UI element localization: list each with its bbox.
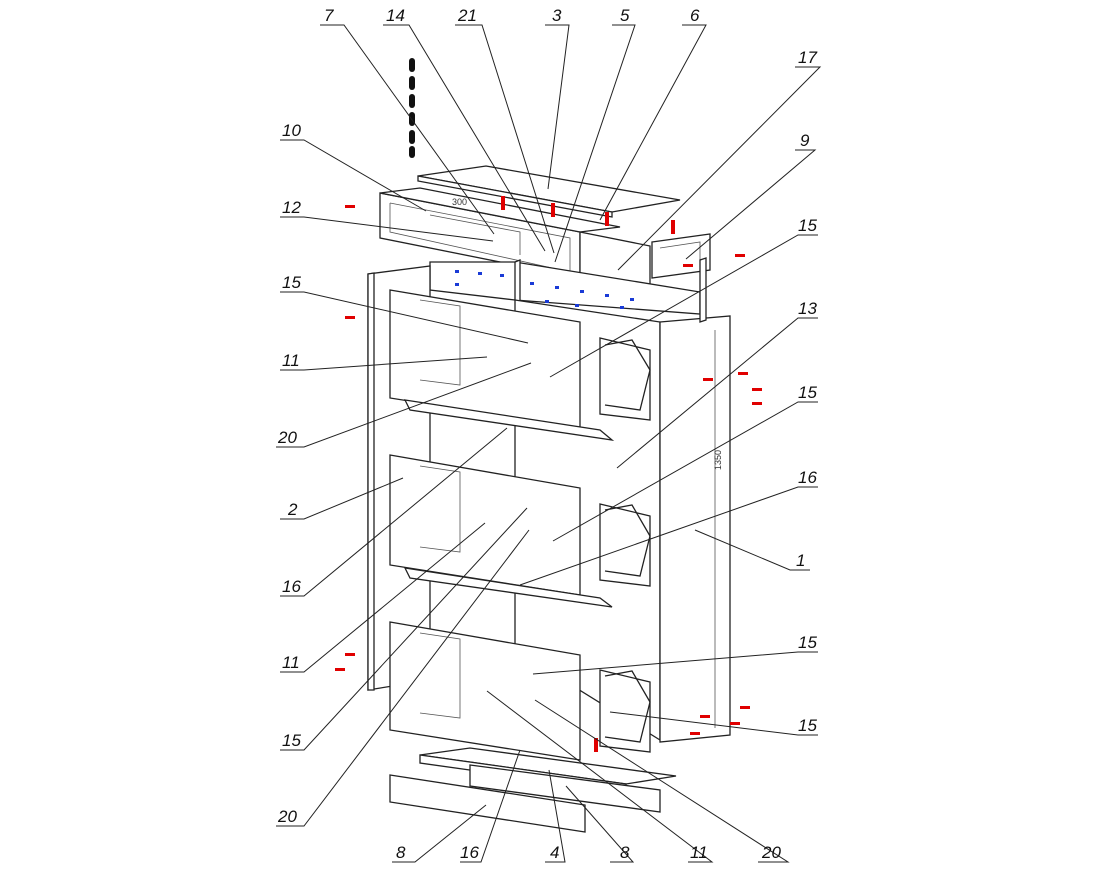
height-dimension-label: 1350 — [713, 450, 723, 470]
callout-20-a: 20 — [277, 428, 297, 447]
callout-16-b: 16 — [282, 577, 301, 596]
right-side-panel: 1350 — [659, 257, 731, 743]
callout-8-b: 8 — [620, 843, 630, 862]
plinth-boards — [389, 764, 661, 833]
callout-15-e: 15 — [282, 731, 301, 750]
callout-12: 12 — [282, 198, 301, 217]
callout-15-c: 15 — [798, 383, 817, 402]
door-level-2 — [389, 454, 651, 608]
callout-8-a: 8 — [396, 843, 406, 862]
callout-15-d: 15 — [798, 633, 817, 652]
callout-20-c: 20 — [761, 843, 781, 862]
width-dimension-label: 300 — [452, 197, 467, 207]
callout-15-a: 15 — [798, 216, 817, 235]
callout-1: 1 — [796, 551, 805, 570]
callout-9: 9 — [800, 131, 810, 150]
red-screw-group — [335, 196, 762, 752]
callout-11-a: 11 — [282, 351, 300, 370]
door-level-1 — [389, 289, 651, 441]
callout-20-b: 20 — [277, 807, 297, 826]
blue-screw-row — [455, 270, 634, 309]
callout-3: 3 — [552, 6, 562, 25]
callout-5: 5 — [620, 6, 630, 25]
callout-16-c: 16 — [460, 843, 479, 862]
top-lid-panel — [417, 165, 681, 218]
callout-7: 7 — [324, 6, 334, 25]
callout-10: 10 — [282, 121, 301, 140]
callout-6: 6 — [690, 6, 700, 25]
callout-14: 14 — [386, 6, 405, 25]
callout-4: 4 — [550, 843, 559, 862]
callout-11-c: 11 — [690, 843, 708, 862]
callout-labels: 7 14 21 3 5 6 17 9 10 12 15 15 13 11 20 … — [277, 6, 817, 862]
callout-15-f: 15 — [798, 716, 817, 735]
dowel-column — [409, 58, 415, 158]
callout-15-b: 15 — [282, 273, 301, 292]
callout-17: 17 — [798, 48, 817, 67]
callout-13: 13 — [798, 299, 817, 318]
callout-11-b: 11 — [282, 653, 300, 672]
leader-lines — [276, 24, 822, 863]
callout-16-a: 16 — [798, 468, 817, 487]
callout-21: 21 — [457, 6, 477, 25]
callout-2: 2 — [287, 500, 298, 519]
